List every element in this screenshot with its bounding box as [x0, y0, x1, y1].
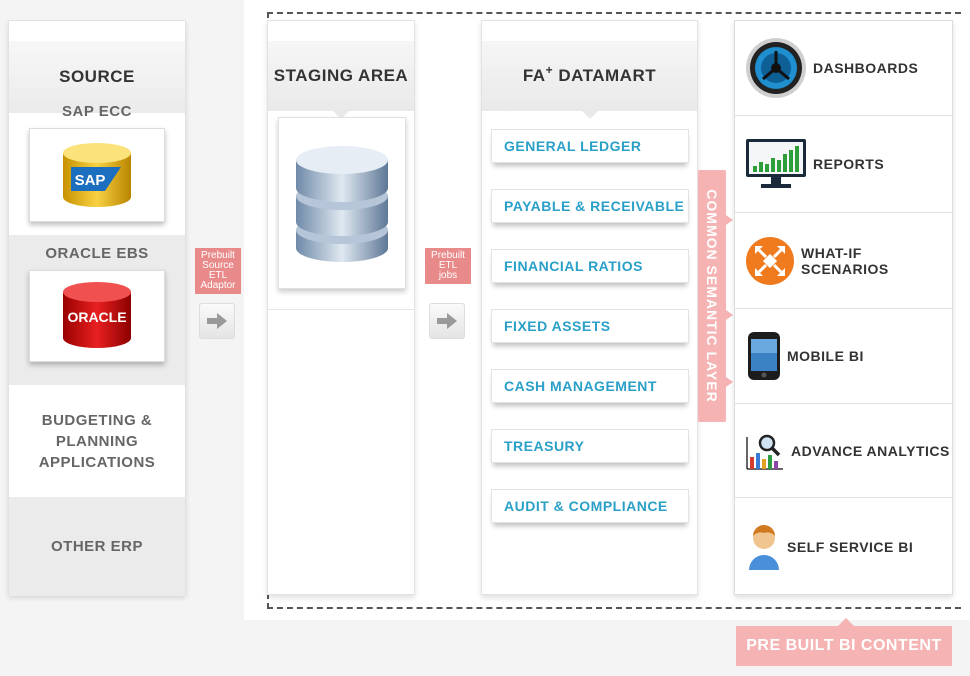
bi-item-what-if: WHAT-IF SCENARIOS	[735, 213, 952, 309]
datamart-title-suffix: DATAMART	[553, 66, 657, 85]
user-person-icon	[747, 522, 781, 572]
pointer-arrow	[726, 377, 733, 387]
datamart-item: CASH MANAGEMENT	[491, 369, 689, 403]
mobile-bi-label: MOBILE BI	[787, 348, 864, 364]
what-if-label: WHAT-IF SCENARIOS	[801, 244, 889, 277]
pointer-arrow	[726, 310, 733, 320]
arrow-right-icon	[429, 303, 465, 339]
monitor-chart-icon	[745, 138, 807, 190]
etl-adaptor-line-3: ETL	[208, 270, 228, 281]
oracle-ebs-label: ORACLE EBS	[45, 245, 149, 262]
etl-jobs-line-1: Prebuilt	[431, 250, 465, 261]
datamart-column: FA+ DATAMART GENERAL LEDGER PAYABLE & RE…	[481, 20, 698, 595]
datamart-item: GENERAL LEDGER	[491, 129, 689, 163]
source-other-erp: OTHER ERP	[9, 497, 185, 596]
datamart-item: FIXED ASSETS	[491, 309, 689, 343]
datamart-item: PAYABLE & RECEIVABLE	[491, 189, 689, 223]
staging-divider	[268, 309, 414, 310]
source-oracle-ebs: ORACLE EBS ORACLE	[9, 235, 185, 385]
mobile-phone-icon	[747, 331, 781, 381]
etl-adaptor-line-1: Prebuilt	[201, 250, 235, 261]
etl-adaptor-line-2: Source	[202, 260, 234, 271]
scenario-arrows-icon	[745, 236, 795, 286]
oracle-database-icon: ORACLE	[63, 282, 131, 348]
source-sap-ecc: SAP ECC SAP	[9, 93, 185, 235]
footer-notch	[838, 618, 854, 626]
staging-database-box	[278, 117, 406, 289]
advance-analytics-label: ADVANCE ANALYTICS	[791, 442, 950, 459]
dashboards-label: DASHBOARDS	[813, 60, 919, 76]
prebuilt-bi-content-label: PRE BUILT BI CONTENT	[736, 626, 952, 666]
budgeting-line-2: PLANNING	[55, 432, 139, 450]
datamart-item: FINANCIAL RATIOS	[491, 249, 689, 283]
analytics-magnifier-icon	[745, 431, 785, 471]
oracle-logo-box: ORACLE	[29, 270, 165, 362]
oracle-logo-text: ORACLE	[67, 309, 126, 325]
sap-database-icon: SAP	[63, 143, 131, 207]
bi-item-mobile: MOBILE BI	[735, 309, 952, 404]
etl-jobs-line-2: ETL	[438, 260, 458, 271]
datamart-title-prefix: FA	[522, 66, 546, 85]
sap-logo-box: SAP	[29, 128, 165, 222]
budgeting-line-3: APPLICATIONS	[38, 453, 156, 471]
bi-item-reports: REPORTS	[735, 116, 952, 213]
bi-item-dashboards: DASHBOARDS	[735, 21, 952, 116]
self-service-bi-label: SELF SERVICE BI	[787, 538, 914, 555]
other-erp-label: OTHER ERP	[50, 538, 143, 555]
staging-title: STAGING AREA	[268, 41, 414, 119]
etl-adaptor-line-4: Adaptor	[200, 280, 236, 291]
datamart-title: FA+ DATAMART	[482, 41, 697, 119]
source-budgeting: BUDGETING & PLANNING APPLICATIONS	[9, 385, 185, 497]
datamart-item: TREASURY	[491, 429, 689, 463]
dashboard-gauge-icon	[745, 37, 807, 99]
bi-content-column: DASHBOARDS REPORTS WHAT-IF SCENAR	[734, 20, 953, 595]
database-icon	[296, 146, 388, 262]
staging-column: STAGING AREA	[267, 20, 415, 595]
etl-jobs-label: Prebuilt ETL jobs	[425, 248, 471, 284]
reports-label: REPORTS	[813, 156, 885, 172]
bi-item-self-service: SELF SERVICE BI	[735, 498, 952, 595]
pointer-arrow	[726, 215, 733, 225]
arrow-right-icon	[199, 303, 235, 339]
sap-logo-text: SAP	[75, 172, 106, 189]
etl-jobs-line-3: jobs	[438, 270, 458, 281]
semantic-layer-text: COMMON SEMANTIC LAYER	[704, 189, 720, 403]
sap-ecc-label: SAP ECC	[62, 103, 132, 120]
semantic-layer-bar: COMMON SEMANTIC LAYER	[698, 170, 726, 422]
datamart-item: AUDIT & COMPLIANCE	[491, 489, 689, 523]
staging-title-text: STAGING AREA	[273, 66, 409, 85]
etl-adaptor-label: Prebuilt Source ETL Adaptor	[195, 248, 241, 294]
budgeting-line-1: BUDGETING &	[41, 411, 153, 429]
source-title: SOURCE	[9, 41, 185, 113]
source-column: SOURCE SAP ECC SAP ORACLE EBS	[8, 20, 186, 596]
bi-item-analytics: ADVANCE ANALYTICS	[735, 404, 952, 498]
datamart-title-sup: +	[545, 63, 554, 77]
